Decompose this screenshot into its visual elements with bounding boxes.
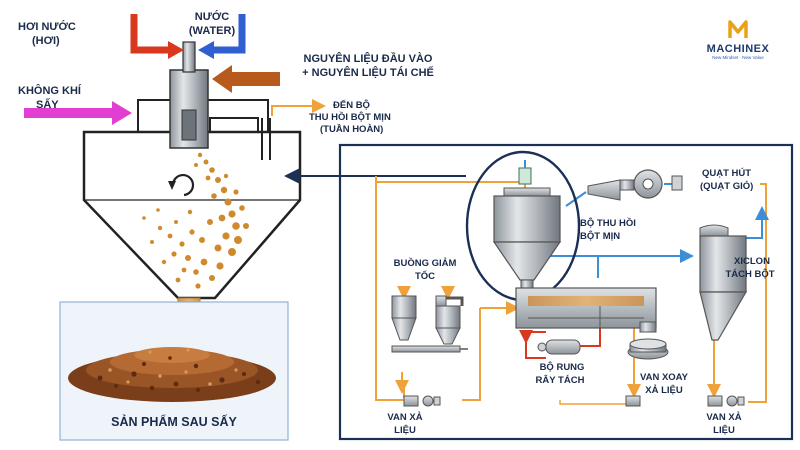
spray-dryer [82, 41, 302, 350]
steam-label-1: HƠI NƯỚC [18, 20, 76, 33]
sifter-motor [537, 339, 581, 355]
logo-mark-icon [728, 20, 748, 38]
deceleration-label-1: BUỒNG GIẢM [394, 257, 457, 269]
separation-cyclone [699, 224, 748, 341]
sifter-label-2: RÂY TÁCH [536, 374, 585, 386]
flow-lines [375, 176, 769, 405]
right-valve-label-2: LIỆU [713, 424, 735, 436]
discharge-valve-mid [625, 395, 641, 407]
exhaust-fan-label-2: (QUẠT GIÓ) [700, 180, 753, 192]
cyclone-label-1: XICLON [734, 256, 770, 267]
air-arrow [24, 108, 114, 118]
recovery-equipment [391, 150, 748, 407]
rotary-valve-label-2: XẢ LIỆU [645, 384, 683, 396]
discharge-valve-right [707, 395, 745, 407]
input-labels: HƠI NƯỚC (HƠI) NƯỚC (WATER) NGUYÊN LIỆU … [18, 10, 434, 135]
air-label-1: KHÔNG KHÍ [18, 84, 82, 97]
water-arrow [212, 14, 246, 54]
recovery-system-frame [284, 143, 794, 441]
air-label-2: SẤY [36, 98, 59, 111]
exhaust-fan [587, 169, 683, 201]
atomizer-shaft [182, 41, 196, 73]
fines-label-2: THU HỒI BỘT MỊN [309, 111, 391, 123]
product-area: SẢN PHẨM SAU SẤY [59, 301, 289, 441]
fine-powder-recovery-unit [465, 150, 581, 302]
recovery-labels: QUẠT HÚT (QUẠT GIÓ) BỘ THU HỒI BỘT MỊN X… [387, 167, 774, 436]
fines-label-1: ĐẾN BỘ [333, 99, 370, 111]
fines-label-3: (TUẦN HOÀN) [320, 124, 383, 135]
material-label-2: + NGUYÊN LIỆU TÁI CHẾ [302, 66, 434, 79]
brand-name: MACHINEX [707, 43, 770, 55]
water-label-1: NƯỚC [195, 10, 229, 23]
steam-arrow [130, 14, 170, 54]
right-valve-label-1: VAN XẢ [706, 411, 741, 423]
recovery-label-2: BỘT MỊN [580, 230, 620, 242]
rotation-icon [171, 173, 195, 197]
product-label: SẢN PHẨM SAU SẤY [111, 414, 237, 429]
fines-out-arrow [271, 99, 326, 116]
left-valve-label-2: LIỆU [394, 424, 416, 436]
drying-chamber [82, 130, 302, 300]
steam-label-2: (HƠI) [32, 35, 60, 47]
exhaust-fan-label-1: QUẠT HÚT [702, 167, 751, 179]
cyclone-label-2: TÁCH BỘT [725, 268, 774, 280]
sifter-label-1: BỘ RUNG [540, 361, 585, 373]
material-arrow [232, 72, 280, 86]
vibrating-sifter-drum [515, 287, 657, 329]
left-valve-label-1: VAN XẢ [387, 411, 422, 423]
product-pile [68, 347, 276, 402]
brand-tagline: New Mindset · New Value [712, 55, 764, 60]
deceleration-label-2: TỐC [415, 270, 435, 282]
input-arrows [24, 14, 326, 125]
water-label-2: (WATER) [189, 25, 236, 37]
recovery-label-1: BỘ THU HỒI [580, 217, 636, 229]
material-label-1: NGUYÊN LIỆU ĐẦU VÀO [304, 52, 433, 65]
machinex-logo: MACHINEX New Mindset · New Value [707, 20, 770, 60]
rotary-valve-label-1: VAN XOAY [640, 372, 689, 383]
rotary-valve [627, 321, 669, 360]
deceleration-chamber [391, 295, 468, 353]
spray-particles [142, 152, 249, 289]
discharge-valve-left [403, 395, 441, 407]
